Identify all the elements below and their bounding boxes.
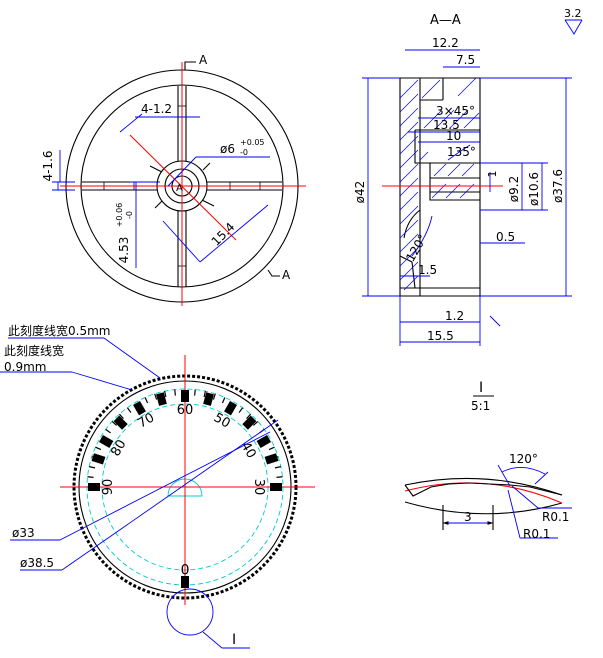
- dial-major-mark: [133, 400, 146, 416]
- dial-minor-tick: [164, 391, 167, 398]
- dial-hub-shape: [167, 478, 203, 497]
- detail-title: I: [479, 380, 483, 396]
- detail-ref-circle: [166, 588, 214, 636]
- dial-minor-tick: [118, 413, 124, 420]
- scale-label-90: 90: [101, 479, 116, 496]
- dial-minor-tick: [268, 446, 275, 451]
- dim-15-5: 15.5: [427, 329, 454, 343]
- front-view: A A A 4-1.2 4-1.6 ø6 +0.05 -0 4.53 +0.06…: [41, 53, 306, 306]
- dim-hole-dia: ø6: [220, 142, 235, 156]
- section-marker-bottom: A: [282, 268, 291, 282]
- dim-dia-10-6: ø10.6: [527, 172, 541, 206]
- dial-minor-tick: [89, 466, 96, 469]
- dial-minor-tick: [276, 476, 283, 478]
- dial-major-mark: [91, 453, 106, 465]
- detail-inner-arc: [404, 501, 563, 515]
- dial-scale-marks: [87, 389, 283, 588]
- note-line-width-09-b: 0.9mm: [4, 360, 46, 374]
- dim-slot-tol-lower: -0: [125, 211, 134, 219]
- dial-minor-tick: [144, 397, 149, 404]
- dial-major-mark: [181, 390, 189, 402]
- scale-label-80: 80: [108, 437, 129, 459]
- detail-radius-2: R0.1: [523, 527, 550, 541]
- dial-minor-tick: [111, 420, 118, 426]
- dial-major-mark: [270, 483, 282, 491]
- dial-minor-tick: [105, 428, 111, 434]
- dim-left-width: 4-1.6: [41, 150, 55, 181]
- dim-10: 10: [446, 129, 461, 143]
- dial-minor-tick: [274, 466, 281, 469]
- dim-12-2: 12.2: [432, 36, 459, 50]
- dial-view: 0 30 40 50 60 70 80 90 此刻度线宽0.5mm 此刻度线宽 …: [0, 323, 315, 649]
- dim-dia-37-6: ø37.6: [551, 169, 565, 203]
- detail-scale: 5:1: [471, 399, 490, 413]
- section-hatching: [399, 77, 480, 291]
- dim-dia-33: ø33: [12, 526, 35, 540]
- dim-dia-38-5: ø38.5: [20, 556, 54, 570]
- dial-major-mark: [156, 392, 167, 406]
- dim-slot-width: 4-1.2: [141, 102, 172, 116]
- dial-major-mark: [224, 400, 237, 416]
- roughness-value: 3.2: [564, 7, 582, 20]
- dial-major-mark: [98, 435, 114, 448]
- front-spokes: [82, 86, 282, 287]
- dial-minor-tick: [203, 391, 206, 398]
- section-dimension-lines: [362, 49, 572, 346]
- dial-minor-tick: [238, 407, 244, 413]
- dim-13-5: 13.5: [433, 118, 460, 132]
- dim-120deg: 120°: [403, 232, 430, 264]
- scale-label-0: 0: [181, 560, 190, 576]
- detail-profile: [404, 482, 563, 504]
- section-view: A—A 3.2: [353, 7, 583, 346]
- dim-0-5: 0.5: [496, 230, 515, 244]
- detail-radius-1: R0.1: [542, 510, 569, 524]
- detail-view: I 5:1 3 120° R0.1 R0.1: [404, 380, 572, 541]
- dim-1-5: 1.5: [418, 263, 437, 277]
- section-marker-top: A: [199, 53, 208, 67]
- dim-dia-9-2: ø9.2: [507, 176, 521, 202]
- dim-hole-tol-lower: -0: [240, 148, 248, 157]
- dial-major-mark: [242, 415, 257, 430]
- dim-chamfer: 3×45°: [436, 104, 475, 118]
- dial-major-mark: [264, 453, 279, 465]
- dial-minor-tick: [221, 397, 226, 404]
- note-line-width-09-a: 此刻度线宽: [4, 343, 64, 358]
- dim-1-2: 1.2: [445, 309, 464, 323]
- roughness-symbol: 3.2: [564, 7, 583, 35]
- dim-slot-depth: 4.53: [117, 237, 131, 264]
- dial-major-mark: [113, 415, 128, 430]
- dial-zero-mark: [181, 576, 189, 588]
- front-dimension-lines: [52, 113, 270, 268]
- section-title: A—A: [430, 13, 461, 28]
- detail-angle: 120°: [509, 452, 538, 466]
- scale-label-50: 50: [211, 410, 233, 431]
- scale-label-60: 60: [177, 403, 194, 418]
- dial-minor-tick: [194, 389, 196, 396]
- scale-label-70: 70: [135, 410, 157, 431]
- dim-135deg: 135°: [447, 145, 476, 159]
- dial-major-mark: [256, 435, 272, 448]
- dial-minor-tick: [174, 389, 176, 396]
- dim-7-5: 7.5: [456, 53, 475, 67]
- dial-minor-tick: [154, 393, 158, 400]
- dim-hole-tol-upper: +0.05: [240, 138, 265, 147]
- detail-ref-label: I: [232, 632, 236, 648]
- dim-slot-tol-upper: +0.06: [115, 203, 124, 228]
- dial-minor-tick: [246, 413, 252, 420]
- dial-minor-tick: [252, 420, 259, 426]
- dim-1: 1: [486, 171, 499, 178]
- scale-label-30: 30: [251, 479, 266, 496]
- dial-minor-tick: [87, 476, 94, 478]
- hub-letter-a: A: [176, 183, 183, 194]
- detail-outer-arc: [404, 477, 563, 496]
- dial-minor-tick: [212, 393, 216, 400]
- note-line-width-05: 此刻度线宽0.5mm: [8, 323, 110, 338]
- dial-minor-tick: [126, 407, 132, 413]
- detail-pitch: 3: [464, 510, 472, 524]
- dim-dia-42: ø42: [353, 181, 367, 204]
- dial-major-mark: [88, 483, 100, 491]
- dial-major-mark: [203, 392, 214, 406]
- dial-minor-tick: [95, 446, 102, 451]
